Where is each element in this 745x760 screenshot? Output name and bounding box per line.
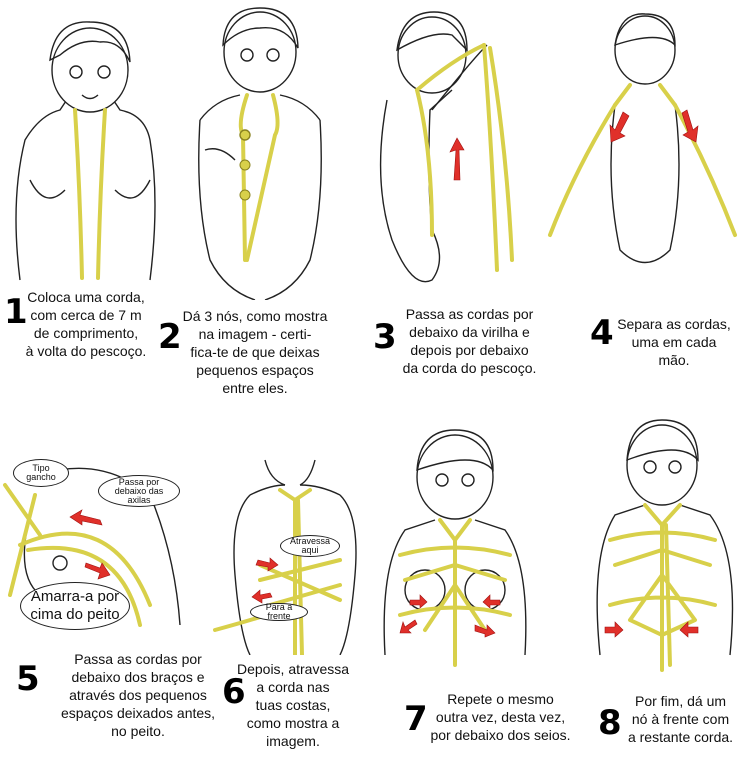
step-number: 4 (590, 313, 614, 353)
step-number: 6 (222, 672, 246, 712)
step-number: 2 (158, 317, 182, 357)
bubble-passa-axilas: Passa por debaixo das axilas (98, 475, 180, 507)
illustration-step-3 (379, 11, 514, 283)
illustration-step-8 (596, 419, 734, 672)
step-number: 1 (4, 292, 28, 332)
illustration-step-6 (213, 459, 357, 655)
bubble-atravessa-aqui: Atravessa aqui (280, 535, 340, 557)
step-number: 8 (598, 703, 622, 743)
illustration-step-7 (383, 429, 527, 667)
illustration-step-2 (198, 7, 322, 300)
illustration-step-4 (548, 13, 737, 264)
illustration-step-1 (15, 21, 156, 281)
step-number: 5 (16, 659, 40, 699)
bubble-amarra-peito: Amarra-a por cima do peito (20, 582, 130, 630)
bubble-para-frente: Para a frente (250, 603, 308, 621)
step-number: 3 (373, 317, 397, 357)
step-number: 7 (404, 699, 428, 739)
bubble-tipo-gancho: Tipo gancho (13, 459, 69, 487)
